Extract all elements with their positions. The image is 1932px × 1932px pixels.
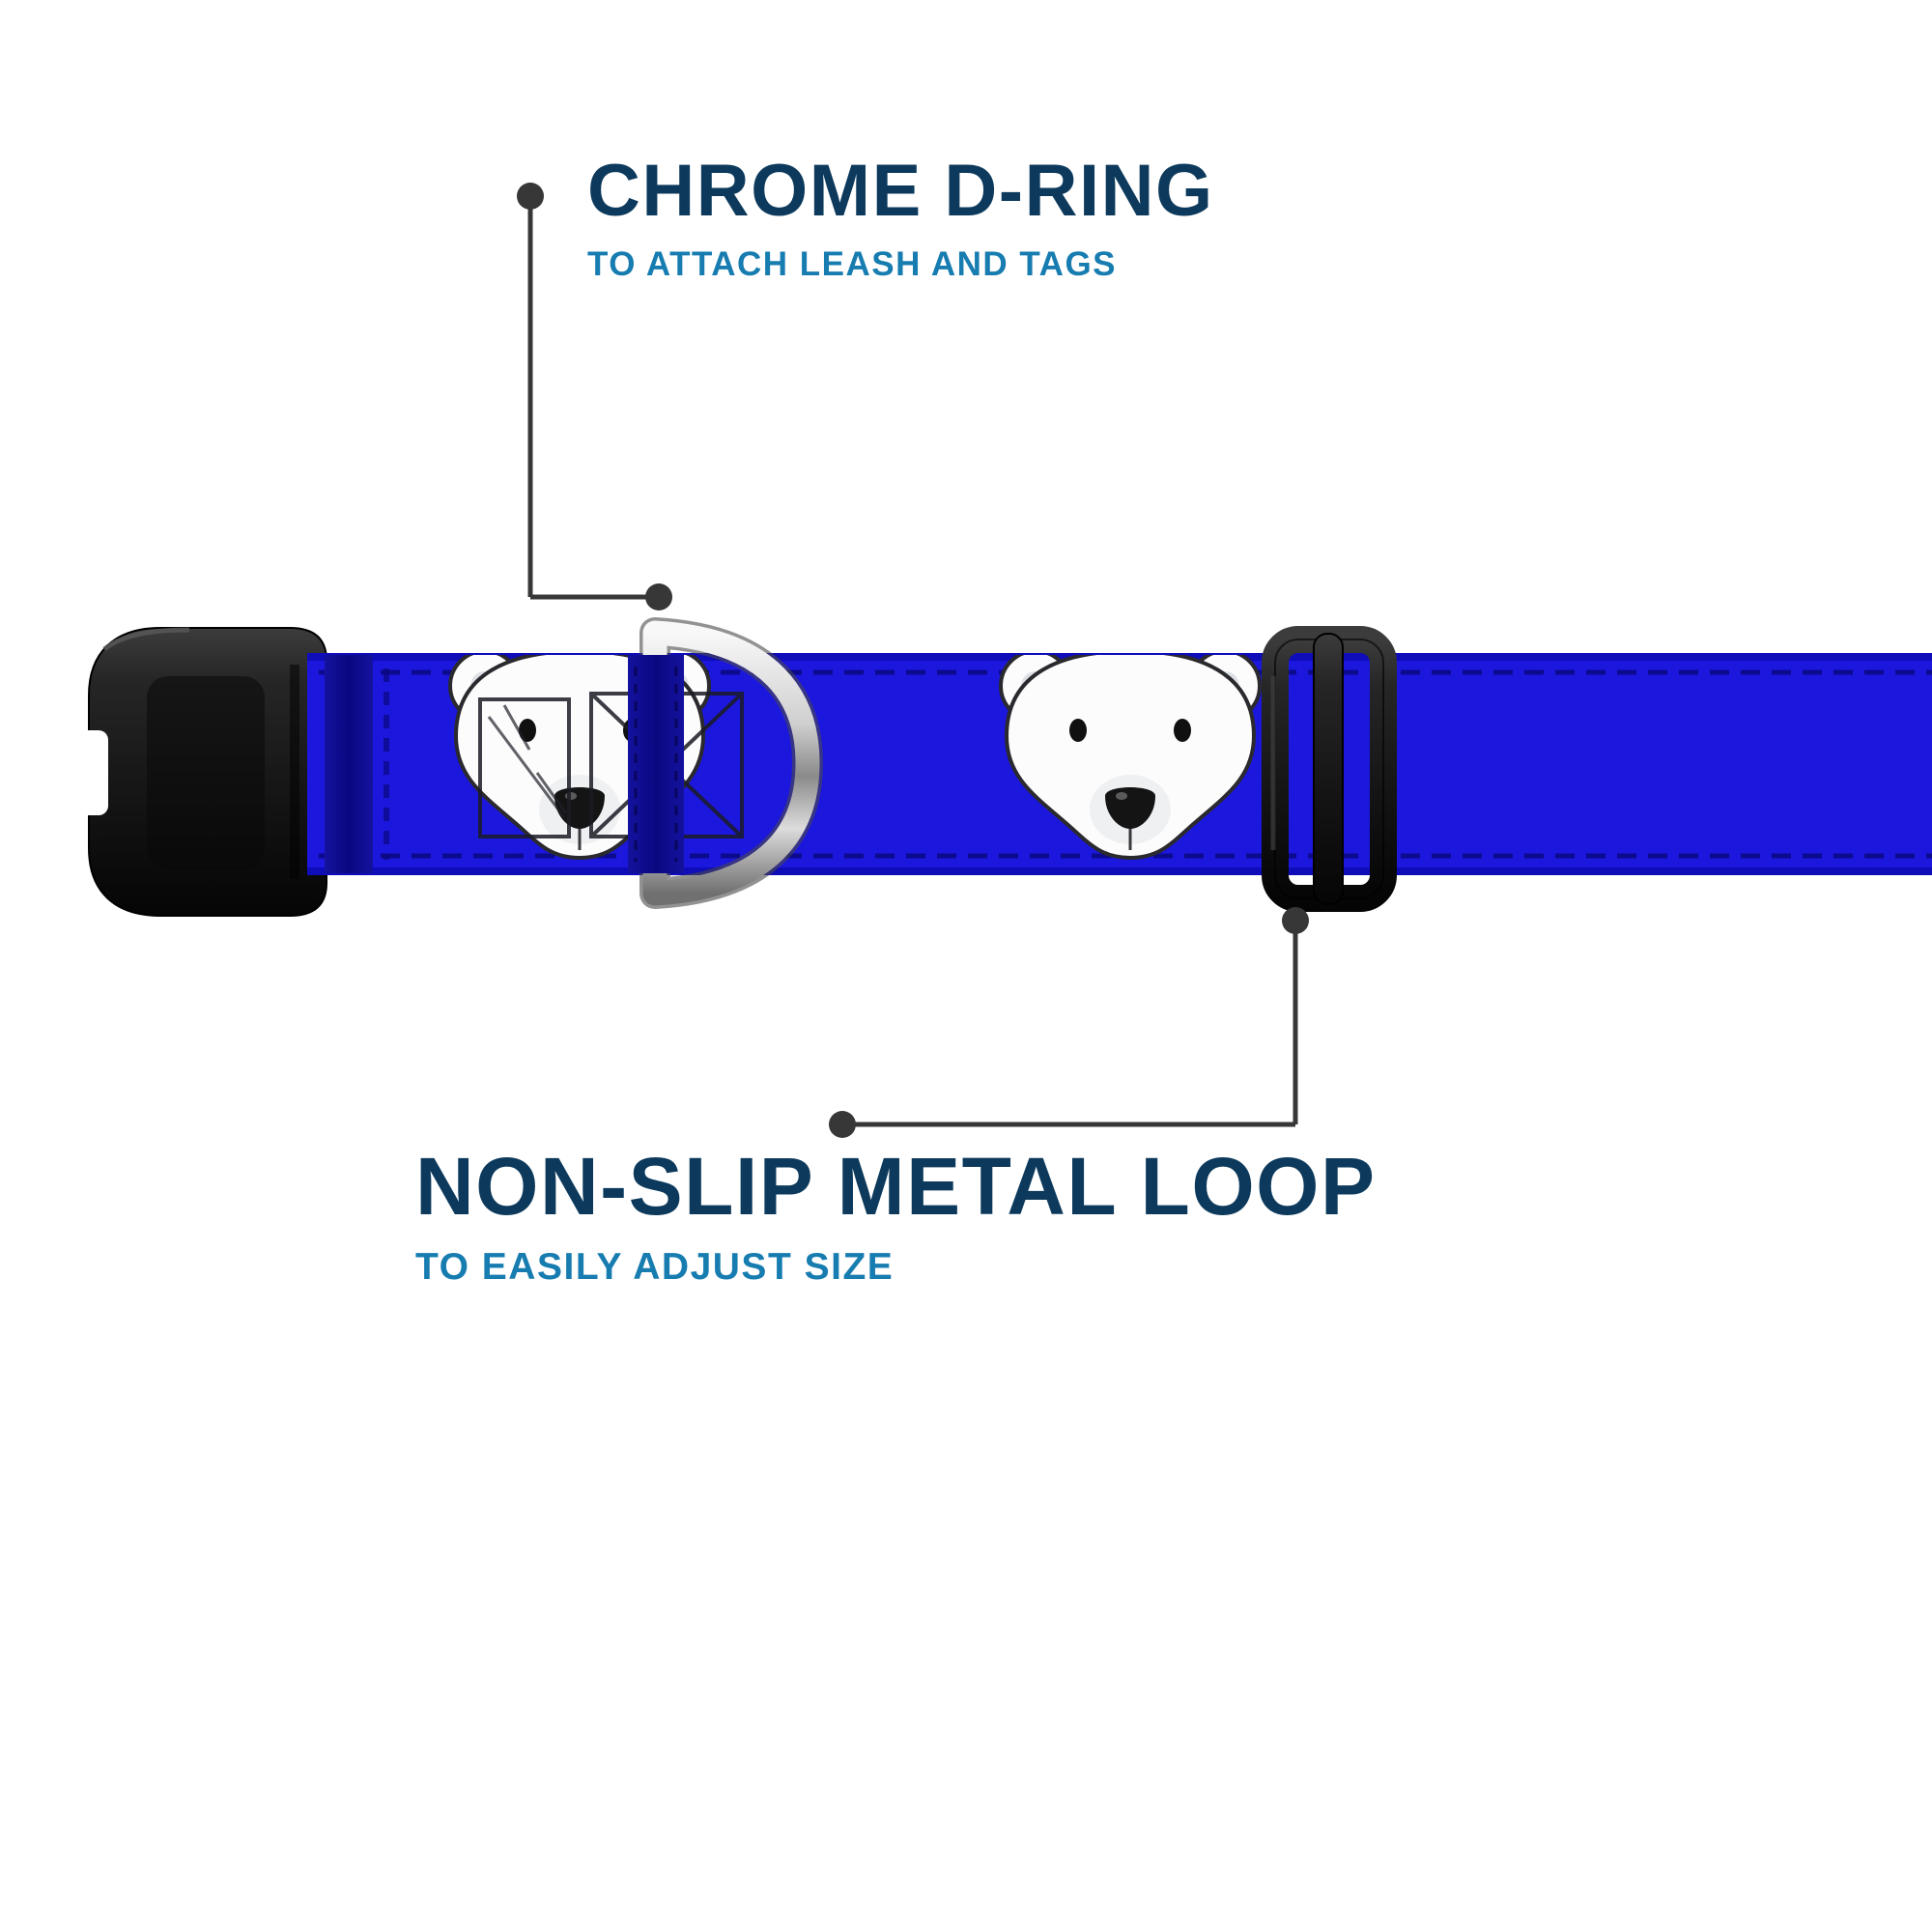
callout-d-ring: CHROME D-RING TO ATTACH LEASH AND TAGS	[587, 150, 1214, 283]
slider-center-bar	[1313, 633, 1344, 905]
callout-dot	[1282, 907, 1309, 934]
callout-lines	[517, 183, 1309, 1138]
callout-dot	[517, 183, 544, 210]
callout-dot	[645, 583, 672, 611]
d-ring-graphic	[628, 617, 823, 909]
strap-fold-at-buckle	[325, 655, 373, 873]
d-ring-chrome	[642, 620, 820, 906]
buckle-highlight	[102, 627, 190, 652]
callout-dot	[829, 1111, 856, 1138]
callout-metal-loop-subtitle: TO EASILY ADJUST SIZE	[415, 1246, 895, 1288]
d-ring-webbing-loop	[628, 655, 684, 873]
strap-edge-bottom	[307, 867, 1932, 875]
buckle-graphic	[75, 627, 327, 917]
callout-metal-loop-title: NON-SLIP METAL LOOP	[415, 1141, 1377, 1232]
box-sketch-graphic	[478, 697, 571, 838]
callout-d-ring-title: CHROME D-RING	[587, 150, 1214, 232]
buckle-strap-slot	[290, 665, 299, 879]
callout-metal-loop: NON-SLIP METAL LOOP TO EASILY ADJUST SIZ…	[415, 1146, 1377, 1286]
buckle-recess	[147, 676, 265, 869]
scratch-lines-graphic	[487, 704, 568, 818]
callout-d-ring-subtitle: TO ATTACH LEASH AND TAGS	[587, 245, 1118, 283]
buckle-notch	[75, 730, 108, 815]
slider-graphic	[1262, 626, 1397, 912]
